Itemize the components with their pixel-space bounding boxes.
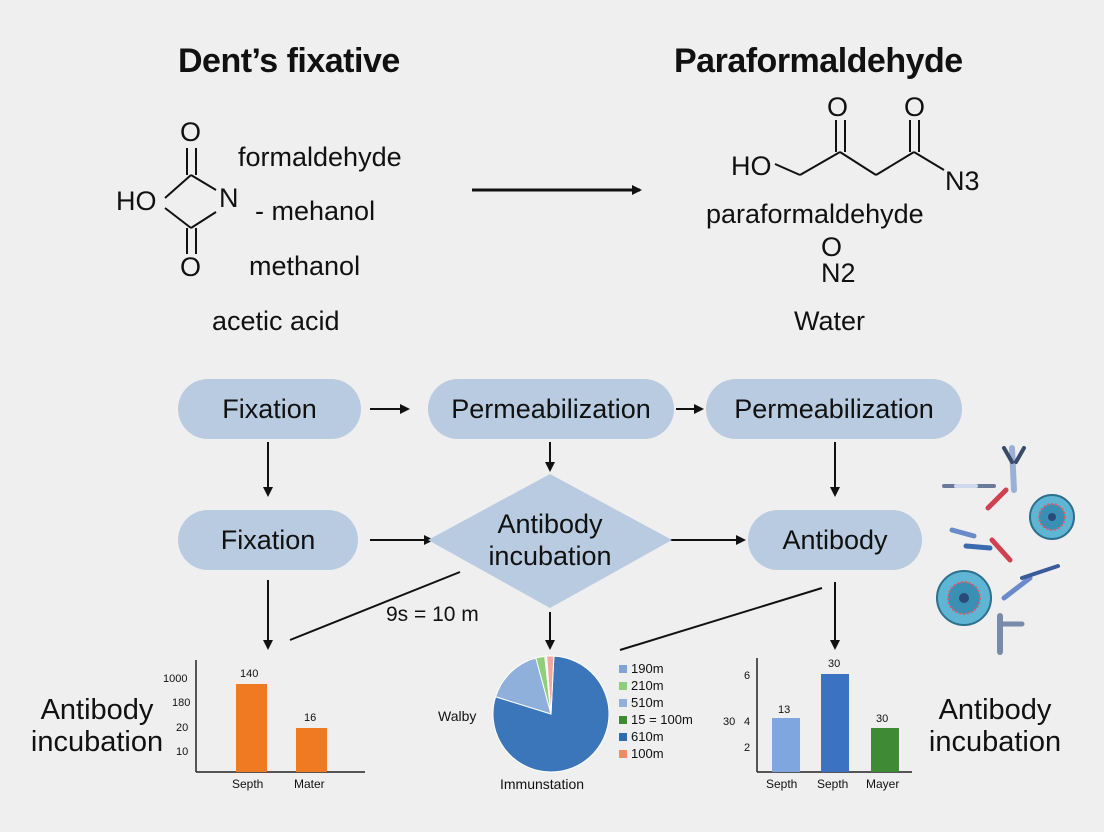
time-label: 9s = 10 m	[386, 603, 479, 626]
chart1-category-2: Mater	[294, 777, 325, 791]
chart3-bar-2	[821, 674, 849, 772]
chart1-ytick-4: 10	[176, 746, 189, 758]
left-o-bottom: O	[180, 252, 202, 282]
pie-legend: 190m 210m 510m 15 = 100m 610m 100m	[619, 660, 693, 762]
node-permeabilization-1-label: Permeabilization	[451, 393, 651, 424]
pie-legend-swatch	[619, 698, 627, 707]
right-ho: HO	[731, 151, 772, 181]
chart3-bars	[772, 674, 899, 772]
diagonal-line-1	[289, 571, 461, 641]
pie-legend-label: 190m	[631, 661, 664, 676]
right-n3: N3	[945, 166, 980, 196]
pie-legend-swatch	[619, 749, 627, 758]
right-title: Paraformaldehyde	[674, 42, 963, 80]
pie-ylabel: Walby	[438, 708, 477, 724]
chart3-ytick-3: 2	[744, 742, 751, 754]
chart3-ytick-extra: 30	[723, 716, 736, 728]
left-title: Dent’s fixative	[178, 42, 400, 80]
chart3-category-2: Septh	[817, 777, 849, 791]
node-permeabilization-2-label: Permeabilization	[734, 393, 934, 424]
right-o1: O	[827, 92, 849, 122]
node-fixation-1-label: Fixation	[222, 393, 317, 424]
chart1-category-1: Septh	[232, 777, 264, 791]
chart3-bar-1	[772, 718, 800, 772]
right-o-small: O	[821, 232, 843, 262]
chart1-ytick-2: 180	[172, 697, 191, 709]
chart3-bar-3	[871, 728, 899, 772]
diagonal-line-2	[619, 587, 823, 651]
pie-legend-label: 100m	[631, 746, 664, 761]
left-item-acetic-acid: acetic acid	[212, 306, 340, 336]
left-n: N	[219, 183, 239, 213]
chart1-ytick-1: 1000	[163, 673, 188, 685]
right-side-label: Antibody incubation	[928, 694, 1062, 758]
chart1-bars	[236, 684, 327, 772]
right-molecule-bonds	[774, 120, 945, 176]
chart1-datalabel-1: 140	[240, 668, 259, 680]
pie-legend-swatch	[619, 732, 627, 741]
diamond-label: Antibody incubation	[488, 509, 612, 571]
pie-legend-item: 210m	[619, 677, 693, 694]
chart1-ytick-3: 20	[176, 722, 189, 734]
node-fixation-1: Fixation	[178, 379, 361, 439]
right-water: Water	[794, 306, 866, 336]
right-o2: O	[904, 92, 926, 122]
pie-legend-swatch	[619, 715, 627, 724]
node-antibody-label: Antibody	[782, 524, 888, 555]
cell-icon-1	[1029, 494, 1075, 540]
chart3-datalabel-3: 30	[876, 713, 889, 725]
pie-xlabel: Immunstation	[500, 776, 585, 792]
pie-legend-label: 210m	[631, 678, 664, 693]
chart3-category-1: Septh	[766, 777, 798, 791]
left-item-methanol: methanol	[249, 251, 361, 281]
node-permeabilization-2: Permeabilization	[706, 379, 962, 439]
left-item-formaldehyde: formaldehyde	[238, 142, 402, 172]
chart1-axes	[195, 660, 365, 773]
right-n2: N2	[821, 258, 856, 288]
left-ho: HO	[116, 186, 157, 216]
left-o-top: O	[180, 117, 202, 147]
cell-icon-2	[936, 570, 992, 626]
chart3-category-3: Mayer	[866, 777, 900, 791]
pie-legend-item: 100m	[619, 745, 693, 762]
node-antibody: Antibody	[748, 510, 922, 570]
pie-legend-label: 610m	[631, 729, 664, 744]
pie-legend-swatch	[619, 681, 627, 690]
chart1-bar-2	[296, 728, 327, 772]
left-molecule-bonds	[164, 148, 217, 254]
chart3-datalabel-1: 13	[778, 704, 791, 716]
pie-legend-swatch	[619, 664, 627, 673]
diamond-shape	[428, 474, 672, 608]
pie-legend-item: 15 = 100m	[619, 711, 693, 728]
pie-legend-item: 190m	[619, 660, 693, 677]
chart1-bar-1	[236, 684, 267, 772]
right-name: paraformaldehyde	[706, 199, 924, 229]
pie-legend-label: 15 = 100m	[631, 712, 693, 727]
pie-slice-5	[546, 655, 555, 715]
left-item-mehanol: - mehanol	[255, 196, 376, 226]
antibody-icon	[942, 445, 1060, 655]
node-fixation-2: Fixation	[178, 510, 358, 570]
chart1-datalabel-2: 16	[304, 712, 317, 724]
pie-legend-item: 610m	[619, 728, 693, 745]
left-side-label: Antibody incubation	[30, 694, 164, 758]
node-fixation-2-label: Fixation	[220, 524, 316, 555]
pie-legend-item: 510m	[619, 694, 693, 711]
node-permeabilization-1: Permeabilization	[428, 379, 674, 439]
chart3-datalabel-2: 30	[828, 658, 841, 670]
pie-legend-label: 510m	[631, 695, 664, 710]
pie-chart	[492, 655, 610, 773]
chart3-ytick-1: 6	[744, 670, 751, 682]
chart3-ytick-2: 4	[744, 716, 751, 728]
pie-slice-2	[494, 657, 552, 715]
